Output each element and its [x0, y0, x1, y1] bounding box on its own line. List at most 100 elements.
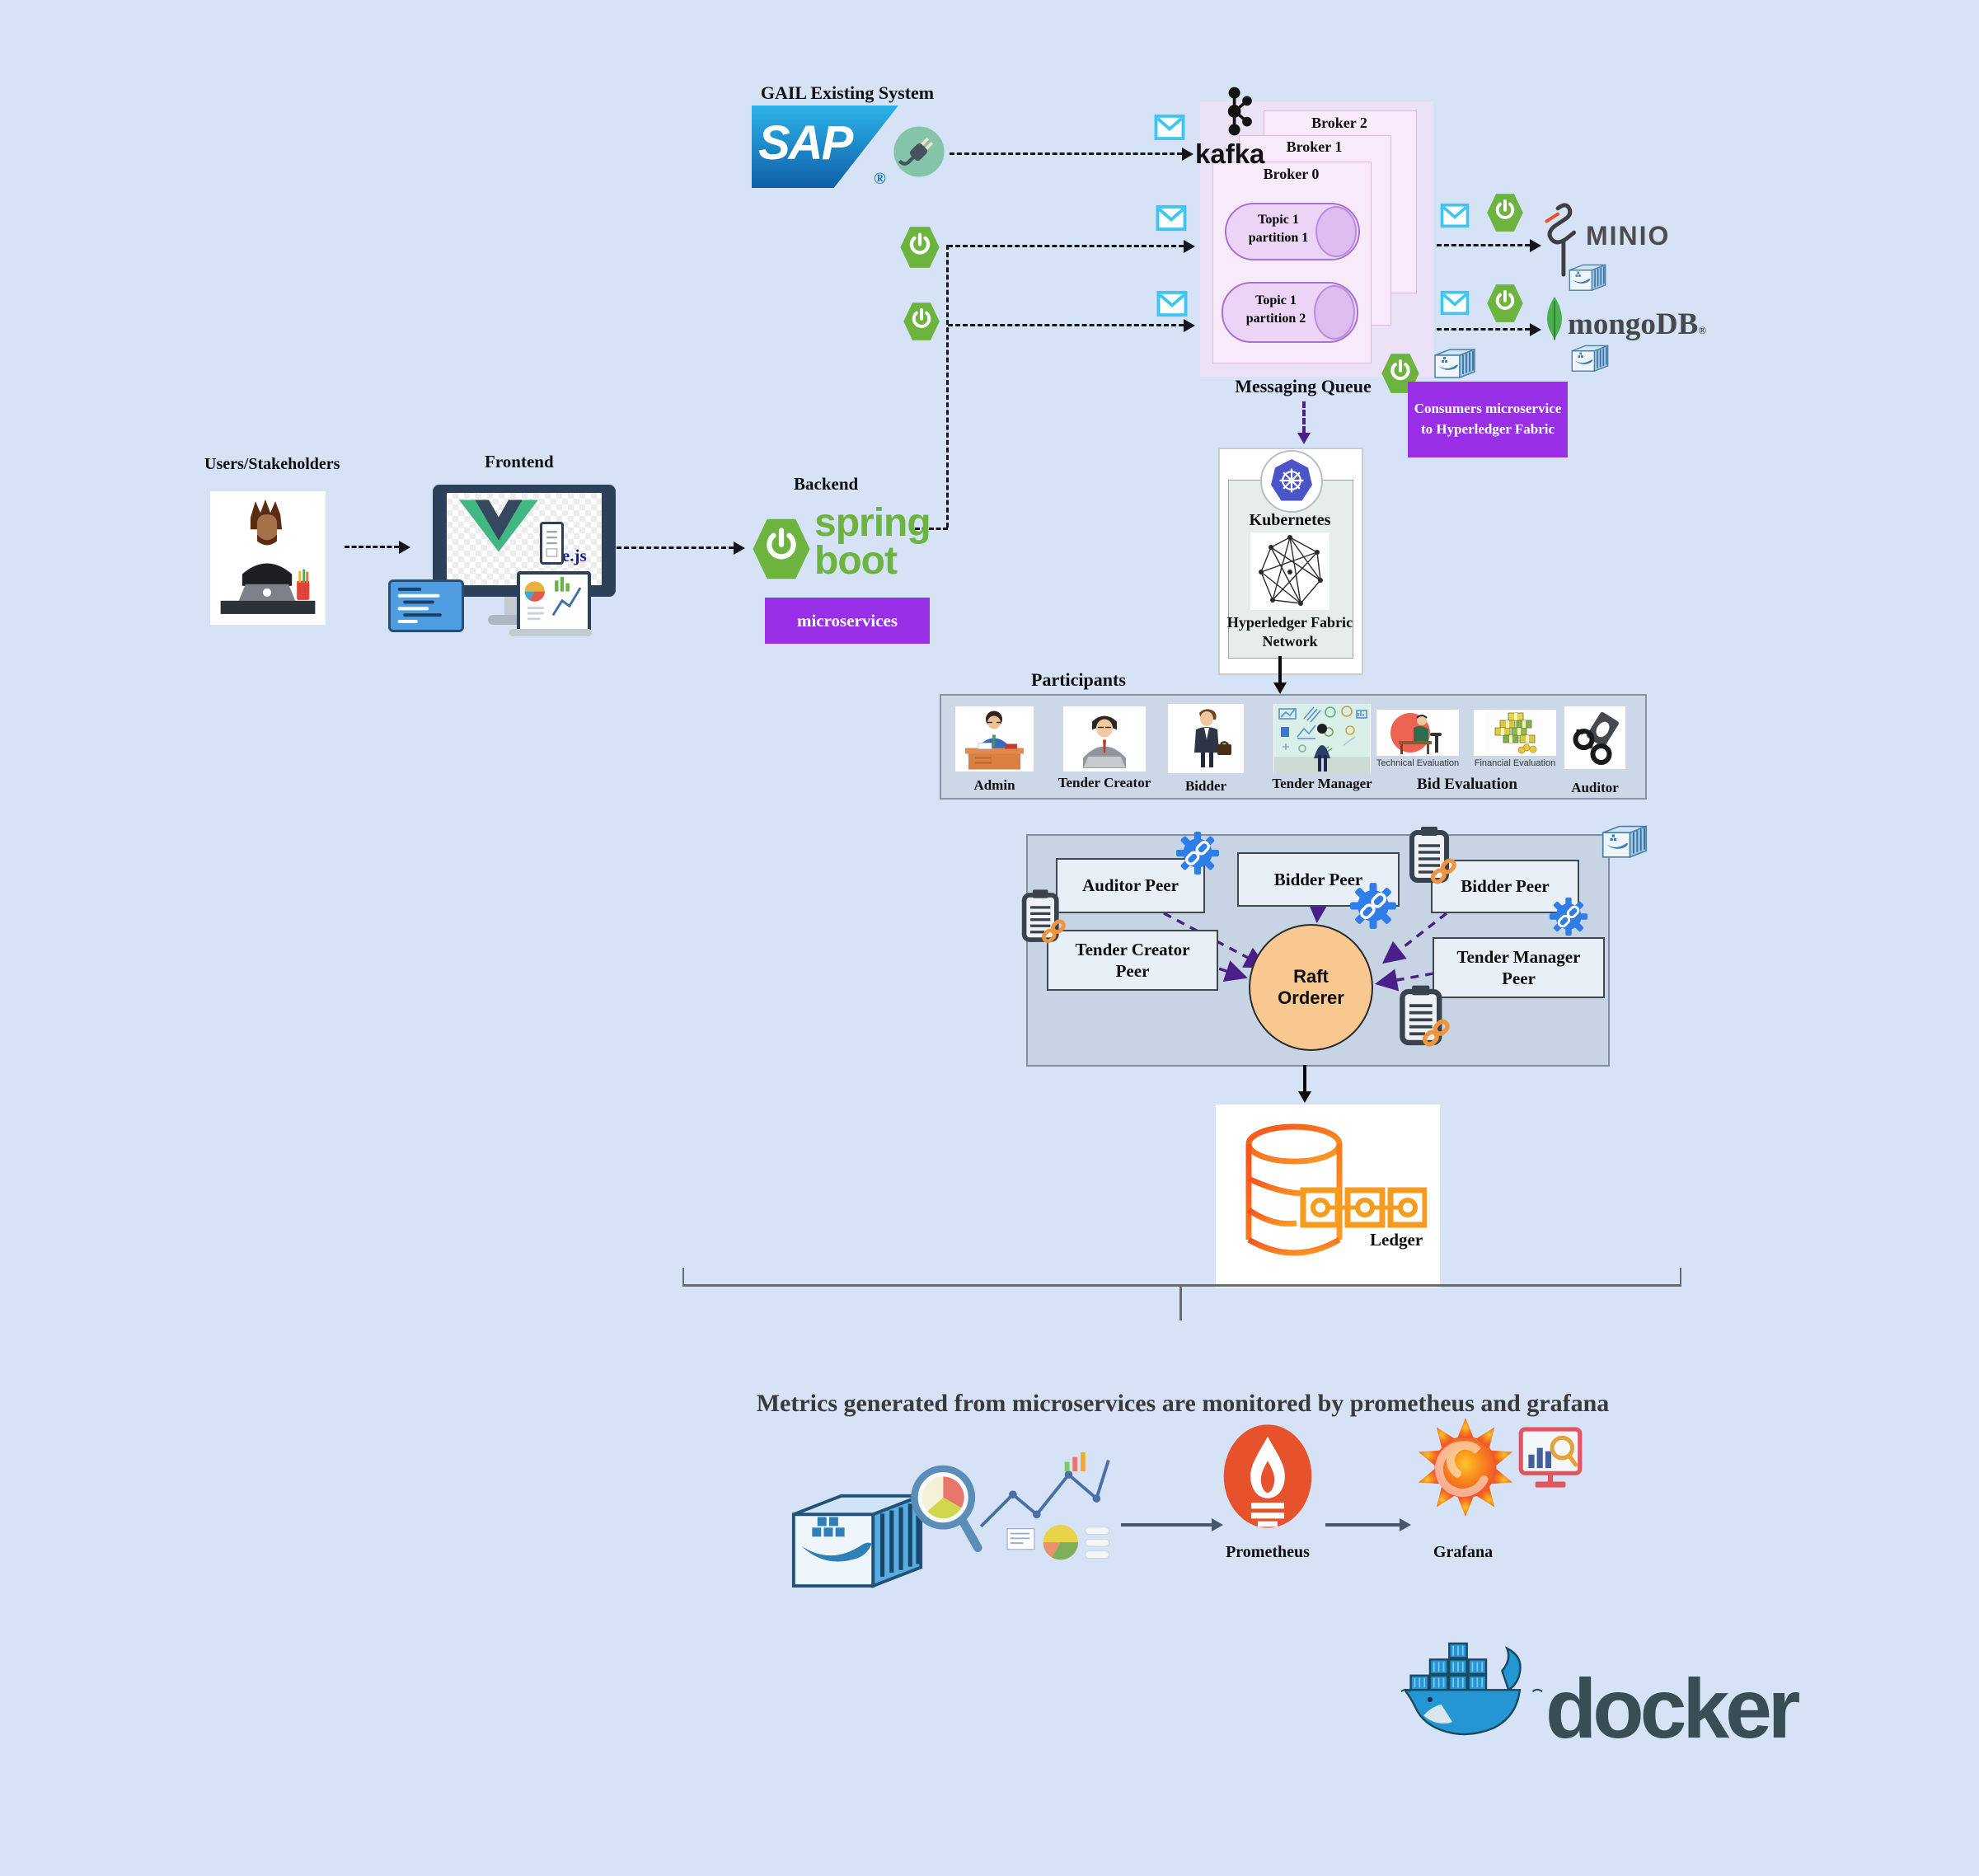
- topic1-partition1-cylinder: Topic 1 partition 1: [1225, 203, 1360, 260]
- arrowhead-producer2: [1184, 319, 1195, 332]
- frontend-laptop: [517, 571, 591, 635]
- mongodb-leaf-icon: [1547, 296, 1562, 342]
- line-backend-to-producers: [946, 245, 949, 528]
- backend-label: Backend: [794, 474, 859, 494]
- arrowhead-k8s: [1297, 433, 1311, 444]
- monitor-analytics-icon: [1518, 1427, 1583, 1488]
- kubernetes-heptagon: [1271, 459, 1312, 501]
- envelope-icon: [1440, 290, 1470, 316]
- code-lines: [397, 587, 442, 623]
- raft-orderer-ellipse: Raft Orderer: [1249, 924, 1373, 1051]
- arrowhead-prometheus: [1212, 1518, 1223, 1531]
- gail-title: GAIL Existing System: [760, 82, 935, 103]
- envelope-icon: [1154, 114, 1185, 141]
- arrowhead-producer1: [1184, 240, 1195, 253]
- arrow-queue-to-minio: [1437, 244, 1530, 246]
- envelope-icon: [1156, 290, 1188, 317]
- cylinder-cap: [1314, 285, 1355, 340]
- clipboard-chain-icon: [1021, 889, 1066, 944]
- ledger-label: Ledger: [1370, 1230, 1423, 1250]
- participant-caption: Admin: [973, 777, 1015, 793]
- fabric-icon-card: [1250, 532, 1329, 610]
- docker-container-icon: [1434, 348, 1475, 379]
- participant-caption: Auditor: [1571, 780, 1619, 795]
- grafana-label: Grafana: [1433, 1543, 1494, 1561]
- boot-text: boot: [814, 538, 898, 583]
- docker-whale-icon: [1400, 1642, 1543, 1736]
- spring-boot-icon: [900, 227, 940, 268]
- docker-container-icon: [1569, 264, 1606, 292]
- docker-container-icon: [1571, 345, 1609, 373]
- technical-evaluation-illustration: [1376, 710, 1459, 756]
- auditor-illustration: [1564, 706, 1625, 769]
- topic-line1: Topic 1: [1258, 213, 1299, 227]
- consumers-microservice-box: Consumers microservice to Hyperledger Fa…: [1408, 382, 1568, 457]
- spring-wordmark: spring boot: [814, 501, 931, 583]
- spring-boot-icon: [1487, 194, 1523, 232]
- prometheus-icon: [1223, 1424, 1312, 1528]
- arrowhead-sap-kafka: [1182, 148, 1193, 161]
- docker-container-icon: [1601, 825, 1648, 859]
- peer-label: Bidder Peer: [1273, 869, 1363, 889]
- mongodb-text: mongoDB: [1568, 307, 1699, 341]
- envelope-icon: [1156, 204, 1187, 232]
- arrow-frontend-to-backend: [617, 546, 734, 549]
- arrowhead-minio: [1530, 239, 1541, 252]
- prometheus-label: Prometheus: [1226, 1543, 1310, 1561]
- arrow-peers-to-ledger: [1303, 1065, 1306, 1093]
- bracket-center-tick: [1179, 1284, 1182, 1320]
- financial-evaluation-caption: Financial Evaluation: [1474, 758, 1556, 768]
- participants-label: Participants: [1031, 669, 1126, 690]
- sap-registered-mark: ®: [874, 170, 886, 188]
- arrowhead-grafana: [1400, 1518, 1411, 1531]
- laptop-charts: [524, 576, 582, 621]
- docker-wordmark: docker: [1545, 1662, 1800, 1756]
- phone-screen-lines: [546, 531, 558, 557]
- participant-caption: Tender Manager: [1272, 776, 1372, 791]
- topic-line2: partition 2: [1245, 312, 1306, 326]
- mongodb-registered: ®: [1698, 324, 1707, 336]
- financial-evaluation-illustration: [1474, 710, 1556, 756]
- clipboard-chain-icon: [1409, 827, 1456, 884]
- kubernetes-logo-circle: [1260, 450, 1323, 513]
- plug-icon: [893, 126, 945, 177]
- sap-logo-text: SAP: [758, 116, 853, 170]
- arrow-producer1-to-topic1: [948, 245, 1184, 247]
- tender-creator-peer-box: Tender Creator Peer: [1047, 930, 1218, 991]
- tender-creator-illustration: [1063, 706, 1146, 772]
- bidder-illustration: [1168, 704, 1244, 773]
- arrowhead-backend: [734, 542, 745, 555]
- arrowhead-mongodb: [1530, 323, 1541, 336]
- arrowhead-ledger: [1298, 1091, 1311, 1103]
- fabric-network-icon: [1259, 535, 1323, 606]
- topic1-partition1-text: Topic 1 partition 1: [1233, 211, 1324, 248]
- laptop-base: [509, 629, 592, 636]
- fabric-network-label: Hyperledger Fabric Network: [1226, 614, 1353, 650]
- topic-line2: partition 1: [1248, 231, 1309, 246]
- auditor-peer-box: Auditor Peer: [1056, 858, 1205, 913]
- grafana-icon: [1418, 1418, 1513, 1517]
- arrowhead-frontend: [399, 541, 410, 554]
- technical-evaluation-caption: Technical Evaluation: [1376, 758, 1460, 768]
- spring-boot-icon: [753, 518, 810, 579]
- minio-stork-icon: [1545, 203, 1577, 277]
- magnifier-chart-icon: [911, 1465, 982, 1552]
- messaging-queue-label: Messaging Queue: [1235, 376, 1372, 396]
- minio-wordmark: MINIO: [1586, 221, 1671, 251]
- peer-label: Tender Creator Peer: [1075, 939, 1190, 981]
- arrow-docker-to-prometheus: [1121, 1523, 1212, 1527]
- kubernetes-wheel-icon: [1279, 468, 1304, 493]
- broker-1-label: Broker 1: [1286, 138, 1343, 155]
- admin-illustration: [955, 706, 1034, 772]
- participant-caption: Bid Evaluation: [1417, 776, 1517, 793]
- topic1-partition2-text: Topic 1 partition 2: [1230, 292, 1322, 329]
- arrow-queue-to-mongodb: [1437, 328, 1530, 331]
- metrics-note: Metrics generated from microservices are…: [756, 1390, 1610, 1417]
- arrow-queue-to-k8s: [1302, 401, 1306, 433]
- tender-manager-illustration: [1273, 704, 1371, 773]
- spring-text: spring: [814, 501, 931, 545]
- docker-container-icon: [791, 1493, 923, 1588]
- arrow-producer2-to-topic2: [948, 324, 1184, 326]
- line-backend-stub: [915, 528, 948, 530]
